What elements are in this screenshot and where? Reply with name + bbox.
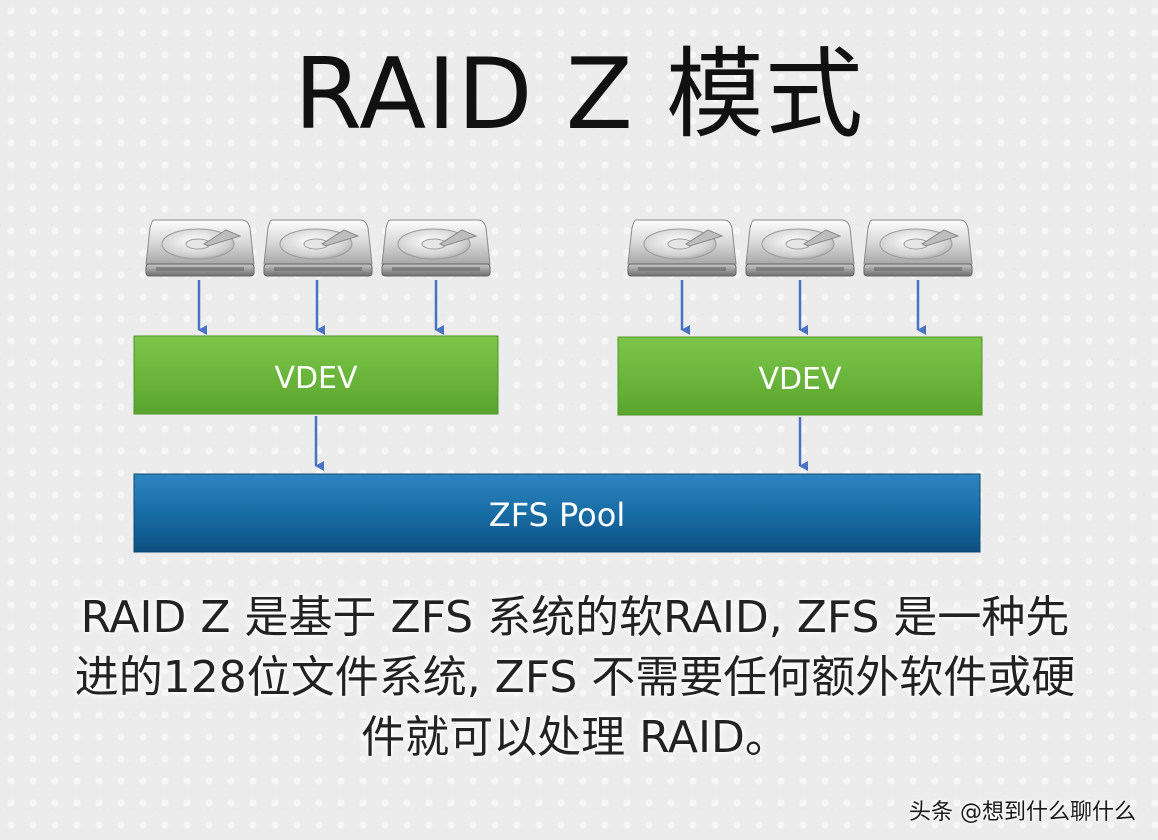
vdev-box-right: VDEV (617, 336, 983, 416)
vdev-label: VDEV (758, 362, 842, 397)
hard-disk-icon (745, 219, 855, 277)
watermark: 头条 @想到什么聊什么 (909, 800, 1136, 825)
hard-disk-icon (263, 219, 373, 277)
pool-label: ZFS Pool (489, 496, 625, 534)
hard-disk-icon (381, 219, 491, 277)
hard-disk-icon (627, 219, 737, 277)
zfs-pool-box: ZFS Pool (133, 473, 981, 553)
hard-disk-icon (863, 219, 973, 277)
hard-disk-icon (145, 219, 255, 277)
description-caption: RAID Z 是基于 ZFS 系统的软RAID, ZFS 是一种先进的128位文… (74, 592, 1076, 763)
page-title: RAID Z 模式 (294, 38, 864, 152)
vdev-label: VDEV (274, 361, 358, 396)
vdev-box-left: VDEV (133, 335, 499, 415)
